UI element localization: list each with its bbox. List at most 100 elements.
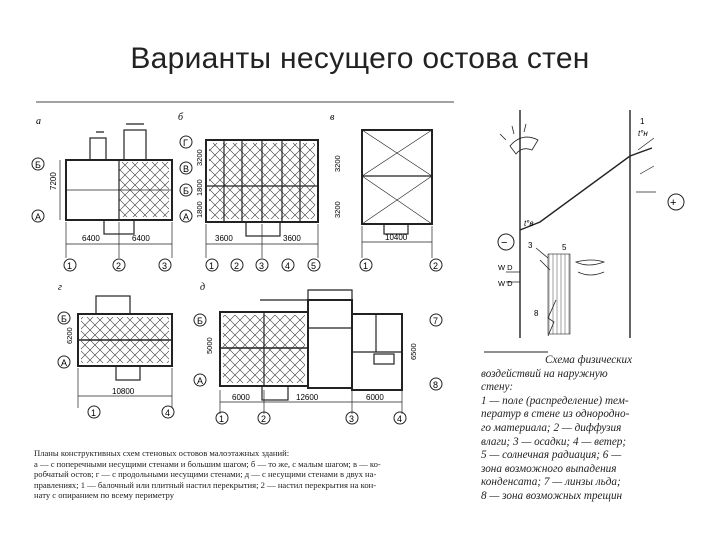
axis-marker [57, 355, 71, 369]
caption-line: нату с опиранием по всему периметру [34, 490, 175, 501]
axis-label: 7 [433, 316, 438, 326]
marker-8: 8 [534, 309, 539, 318]
axis-marker [63, 258, 77, 272]
axis-label: 3 [162, 261, 167, 271]
caption-line: Схема физических [545, 354, 633, 366]
sun-icon [509, 136, 539, 155]
plus-sign-circle [667, 193, 685, 211]
axis-marker [345, 411, 359, 425]
dim-label: 3200 [333, 201, 342, 218]
caption-line: го материала; 2 — диффузия [481, 421, 622, 434]
axis-label: 4 [165, 408, 170, 418]
caption-line: 8 — зона возможных трещин [481, 489, 623, 502]
axis-label: А [61, 358, 67, 368]
axis-marker [179, 135, 193, 149]
dim-label: 7200 [49, 172, 58, 190]
plan-g [77, 295, 173, 408]
plan-v-label: в [330, 112, 335, 123]
crack-icon [547, 299, 557, 337]
axis-marker [179, 183, 193, 197]
axis-label: 1 [219, 414, 224, 424]
axis-label: 5 [311, 261, 316, 271]
plan-d-label: д [200, 282, 205, 293]
axis-label: Б [183, 186, 189, 196]
minus-sign-circle [497, 233, 515, 251]
axis-label: А [35, 212, 41, 222]
caption-line: а — с поперечными несущими стенами и бол… [34, 458, 381, 469]
axis-marker [255, 258, 269, 272]
axis-label: А [183, 212, 189, 222]
axis-marker [161, 405, 175, 419]
dim-label: 6500 [409, 343, 418, 360]
axis-marker [429, 258, 443, 272]
axis-label: В [183, 164, 189, 174]
dim-label: 10800 [112, 387, 135, 396]
dim-label: 10400 [385, 233, 408, 242]
marker-3: 3 [528, 241, 533, 250]
axis-label: Б [61, 314, 67, 324]
axis-label: Г [183, 138, 188, 148]
dim-label: 3200 [333, 155, 342, 172]
axis-marker [57, 311, 71, 325]
axis-marker [429, 313, 443, 327]
axis-label: 2 [116, 261, 121, 271]
plan-a [59, 123, 173, 258]
ice-lens-icon [574, 259, 606, 276]
axis-label: 4 [285, 261, 290, 271]
axis-marker [31, 157, 45, 171]
caption-line: правлениях; 1 — балочный или плитный нас… [34, 479, 377, 490]
axis-label: 2 [234, 261, 239, 271]
axis-label: 2 [433, 261, 438, 271]
caption-line: ператур в стене из однородно- [481, 408, 630, 421]
dim-label: 1800 [195, 201, 204, 218]
axis-label: 1 [67, 261, 72, 271]
wind-arrows [636, 137, 656, 193]
plan-g-label: г [58, 282, 62, 293]
caption-line: 5 — солнечная радиация; 6 — [481, 449, 622, 462]
axis-label: 4 [397, 414, 402, 424]
plan-b-label: б [178, 112, 184, 123]
axis-marker [193, 313, 207, 327]
slide-title: Варианты несущего остова стен [130, 42, 590, 75]
axis-marker [179, 161, 193, 175]
axis-marker [393, 411, 407, 425]
axis-label: 8 [433, 380, 438, 390]
axis-label: Б [197, 316, 203, 326]
dim-label: 6400 [132, 234, 150, 243]
axis-marker [87, 405, 101, 419]
axis-marker [429, 377, 443, 391]
axis-marker [31, 209, 45, 223]
caption-physics: Схема физических воздействий на наружную… [481, 354, 691, 504]
axis-label: 1 [209, 261, 214, 271]
axis-marker [230, 258, 244, 272]
dim-label: 3600 [215, 234, 233, 243]
marker-1: 1 [640, 117, 645, 126]
dim-label: 6000 [366, 393, 384, 402]
caption-plans: Планы конструктивных схем стеновых остов… [34, 448, 454, 501]
plan-d [219, 289, 403, 414]
dim-label: 12600 [296, 393, 319, 402]
dim-label: 5000 [205, 337, 214, 354]
dim-label: 6400 [82, 234, 100, 243]
minus-sign: − [501, 237, 507, 249]
axis-label: 3 [349, 414, 354, 424]
axis-label: Б [35, 160, 41, 170]
dim-label: 6000 [232, 393, 250, 402]
axis-marker [112, 258, 126, 272]
caption-line: влаги; 3 — осадки; 4 — ветер; [481, 435, 627, 448]
axis-marker [158, 258, 172, 272]
axis-marker [257, 411, 271, 425]
caption-line: конденсата; 7 — линзы льда; [481, 476, 621, 489]
axis-label: 2 [261, 414, 266, 424]
wall-physics-diagram [497, 110, 685, 338]
temperature-line [519, 147, 653, 231]
axis-marker [215, 411, 229, 425]
caption-line: Планы конструктивных схем стеновых остов… [34, 448, 290, 458]
wd-label: W D [498, 279, 513, 288]
condensation-zone [547, 253, 571, 335]
dim-label: 3200 [195, 149, 204, 166]
dim-label: 6200 [65, 327, 74, 344]
plan-a-label: а [36, 116, 41, 127]
axis-label: А [197, 376, 203, 386]
